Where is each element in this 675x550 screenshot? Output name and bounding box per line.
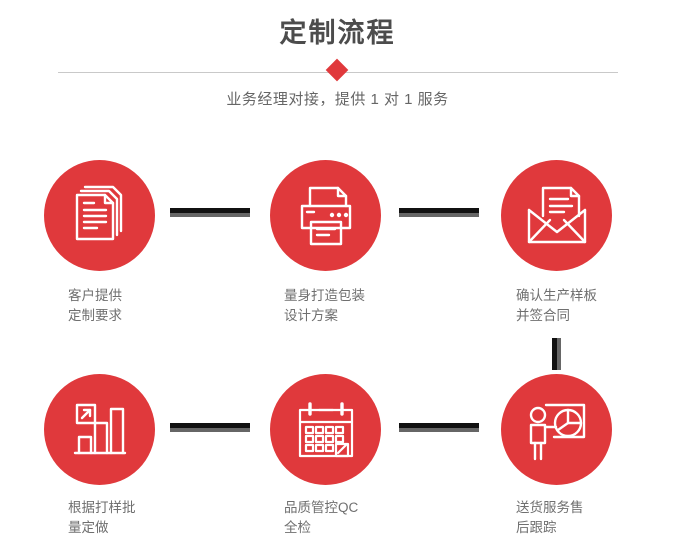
connector-step1-step2	[170, 208, 250, 217]
connector-gray-band	[399, 213, 479, 217]
step-1-label: 客户提供 定制要求	[68, 288, 122, 323]
step-4-label: 根据打样批 量定做	[68, 500, 136, 535]
connector-gray-band	[399, 428, 479, 432]
connector-dark-band	[170, 208, 250, 213]
step-2-label: 量身打造包装 设计方案	[284, 288, 365, 323]
connector-step2-step3	[399, 208, 479, 217]
connector-dark-band	[399, 208, 479, 213]
connector-gray-band	[557, 338, 561, 370]
connector-dark-band	[170, 423, 250, 428]
page-title: 定制流程	[279, 18, 396, 48]
step-5-label: 品质管控QC 全检	[284, 500, 359, 535]
step-3-circle[interactable]	[501, 160, 612, 271]
connector-step4-step5	[170, 423, 250, 432]
step-4-circle[interactable]	[44, 374, 155, 485]
connector-gray-band	[170, 213, 250, 217]
step-5-circle[interactable]	[270, 374, 381, 485]
step-6-label: 送货服务售 后跟踪	[516, 500, 584, 535]
connector-step3-step6	[552, 338, 561, 370]
step-1-circle[interactable]	[44, 160, 155, 271]
page-subtitle: 业务经理对接，提供 1 对 1 服务	[226, 91, 449, 108]
connector-step5-step6	[399, 423, 479, 432]
connector-gray-band	[170, 428, 250, 432]
diamond-icon	[325, 58, 349, 82]
step-6-circle[interactable]	[501, 374, 612, 485]
step-3-label: 确认生产样板 并签合同	[516, 288, 597, 323]
title-divider	[58, 58, 618, 82]
connector-dark-band	[399, 423, 479, 428]
step-2-circle[interactable]	[270, 160, 381, 271]
connector-dark-band	[552, 338, 557, 370]
